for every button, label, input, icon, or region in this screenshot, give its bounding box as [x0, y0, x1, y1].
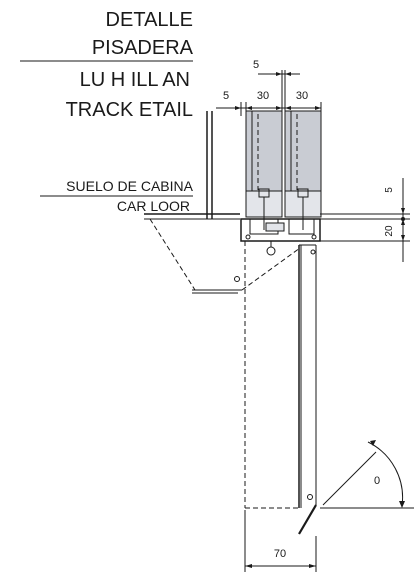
arrow-track-b-right — [315, 106, 321, 110]
door-leaf-a — [245, 110, 283, 192]
arrow-left-gap — [235, 106, 241, 110]
arrow-vertical-top — [401, 208, 405, 214]
door-leaf-b — [284, 110, 322, 192]
toe-guard — [244, 241, 317, 535]
toe-guard-lip — [298, 504, 317, 535]
floor-label: SUELO DE CABINA CAR LOOR — [40, 178, 194, 214]
floor-label-en: CAR LOOR — [117, 198, 190, 214]
dim-node-dot — [401, 217, 405, 221]
sill-profile — [240, 218, 321, 256]
bracket-diagonal-right — [241, 247, 301, 291]
dim-bottom-width: 70 — [274, 548, 286, 560]
sill-body — [240, 218, 321, 242]
arrow-track-a-left — [246, 106, 252, 110]
arrow-top-gap-right — [285, 72, 291, 76]
dim-top-gap: 5 — [253, 59, 259, 71]
dim-vertical-top: 5 — [384, 187, 395, 193]
bracket-diagonal-left — [149, 218, 196, 291]
floor-label-es: SUELO DE CABINA — [66, 178, 193, 194]
bottom-dimension: 70 — [244, 510, 317, 572]
title-block: DETALLE PISADERA LU H ILL AN TRACK ETAIL — [20, 9, 194, 121]
angle-diagonal — [322, 451, 377, 506]
dim-track-a: 30 — [257, 90, 269, 102]
dim-angle: 0 — [374, 475, 380, 487]
title-line-flush-sill: LU H ILL AN — [80, 69, 190, 91]
right-dimension-chain: 5 20 — [320, 178, 410, 262]
dim-vertical-sill: 20 — [384, 225, 395, 237]
toe-guard-bolt-top — [310, 249, 316, 255]
arrow-vertical-mid — [401, 219, 405, 225]
sill-screw-left — [245, 234, 251, 240]
title-line-pisadera: PISADERA — [92, 37, 194, 59]
arrow-top-gap-left — [276, 72, 282, 76]
arrow-bottom-right — [309, 564, 316, 568]
sill-screw-right — [311, 234, 317, 240]
angle-arrow-top — [370, 440, 376, 446]
angle-arc — [367, 441, 404, 507]
bracket-bolt — [234, 276, 240, 282]
top-dimension-chain: 5 5 30 30 — [216, 59, 322, 116]
arrow-vertical-bottom — [401, 235, 405, 241]
door-leaves — [245, 110, 322, 230]
door-panel — [206, 111, 213, 219]
car-floor-slab — [144, 213, 240, 220]
arrow-track-b-left — [285, 106, 291, 110]
sill-bracket — [149, 218, 301, 294]
sill-fixing-bolt — [266, 246, 276, 256]
toe-guard-bolt-bottom — [307, 494, 313, 500]
sill-insert — [265, 222, 285, 232]
angle-arrow-bottom — [399, 501, 405, 508]
arrow-bottom-left — [245, 564, 252, 568]
dim-left-gap: 5 — [223, 90, 229, 102]
arrow-track-a-right — [276, 106, 282, 110]
angle-dimension: 0 — [320, 440, 414, 509]
dim-track-b: 30 — [296, 90, 308, 102]
title-line-track-detail: TRACK ETAIL — [66, 99, 193, 121]
sill-groove-b — [288, 219, 315, 235]
title-line-detalle: DETALLE — [106, 9, 193, 31]
